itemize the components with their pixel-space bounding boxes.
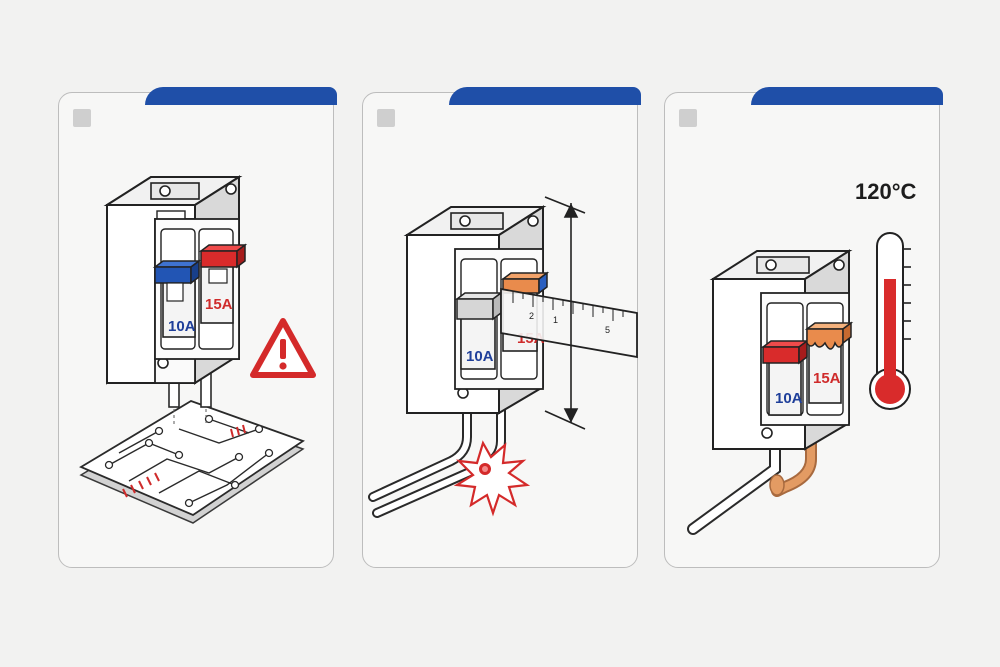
fuse-10a [454,291,504,370]
panel-marker-1 [73,109,91,127]
panel-measurement-short: 10A 15A 2 1 5 [362,87,641,568]
ruler: 2 1 5 [500,287,638,359]
fuse-label-10a: 10A [466,348,494,365]
overheat-marks [122,424,246,498]
thermometer-icon [869,232,911,410]
panel-tab-2 [449,87,641,105]
ruler-tick-label-b: 1 [553,315,558,325]
fuse-label-15a: 15A [205,296,233,313]
fuse-10a [152,259,202,338]
ruler-tick-label-c: 5 [605,325,610,335]
temperature-readout: 120°C [855,179,917,204]
circuit-board [79,400,305,524]
fuse-10a [760,339,810,416]
panel-mismatched-fuses: 10A 15A [58,87,337,568]
panel-1-art: 10A 15A [79,175,316,524]
fuse-label-10a: 10A [168,318,196,335]
panel-tab-3 [751,87,943,105]
fuse-label-15a: 15A [813,370,841,387]
panel-tab-1 [145,87,337,105]
panel-2-art: 10A 15A 2 1 5 [368,196,638,518]
height-dimension-arrow [544,196,586,430]
panel-marker-3 [679,109,697,127]
panel-3-art: 10A 15A [687,232,911,535]
warning-triangle-icon [250,318,316,378]
fuse-15a [198,243,248,324]
fuse-label-10a: 10A [775,390,803,407]
panel-marker-2 [377,109,395,127]
spark-burst-icon [453,440,531,517]
panel-overheating: 10A 15A 120°C [664,87,943,568]
ruler-tick-label-a: 2 [529,311,534,321]
fuse-15a [804,321,854,404]
